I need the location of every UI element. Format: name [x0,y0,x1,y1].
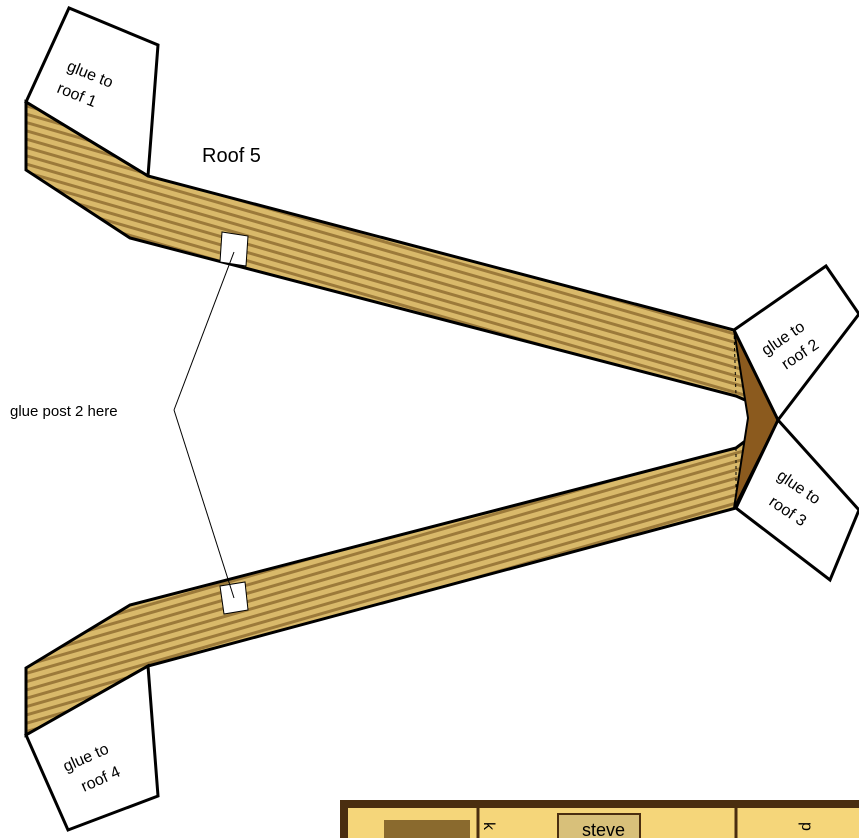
glue-tab-roof-3: glue to roof 3 [734,417,859,583]
panel-label-k: k [480,822,497,831]
leader-line-lower [173,409,235,599]
leader-line-upper [173,251,235,411]
post-glue-area-upper [219,231,249,267]
glue-post-note: glue post 2 here [10,403,118,420]
roof-title: Roof 5 [202,145,261,167]
fold-line-roof-2 [733,329,737,397]
panel-label-p: p [798,822,815,831]
glue-tab-roof-2: glue to roof 2 [732,263,859,423]
panel-label-steve: steve [582,820,625,838]
bottom-panel: k steve p [340,800,859,838]
glue-tab-roof-4: glue to roof 4 [24,663,160,832]
